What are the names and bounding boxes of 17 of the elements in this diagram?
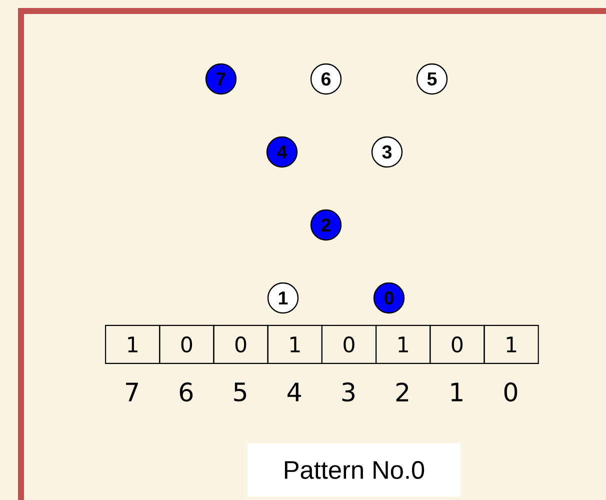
bit-cell: 0 — [213, 324, 268, 364]
bit-index: 5 — [234, 382, 246, 402]
bit-cell: 0 — [430, 324, 485, 364]
bit-cell: 1 — [484, 324, 539, 364]
bit-cell: 0 — [321, 324, 377, 364]
pattern-label: Pattern No.0 — [247, 443, 461, 497]
bit-index: 3 — [342, 382, 354, 402]
bit-index: 2 — [396, 382, 408, 402]
bit-cell: 1 — [105, 324, 160, 364]
bit-cell: 1 — [267, 324, 322, 364]
bit-index: 4 — [288, 382, 301, 402]
bit-index: 1 — [451, 382, 462, 402]
bit-cell: 0 — [159, 324, 214, 364]
bit-index: 0 — [504, 382, 518, 402]
bit-index: 6 — [180, 382, 193, 402]
bit-index: 7 — [126, 382, 138, 402]
bit-cell: 1 — [376, 324, 431, 364]
